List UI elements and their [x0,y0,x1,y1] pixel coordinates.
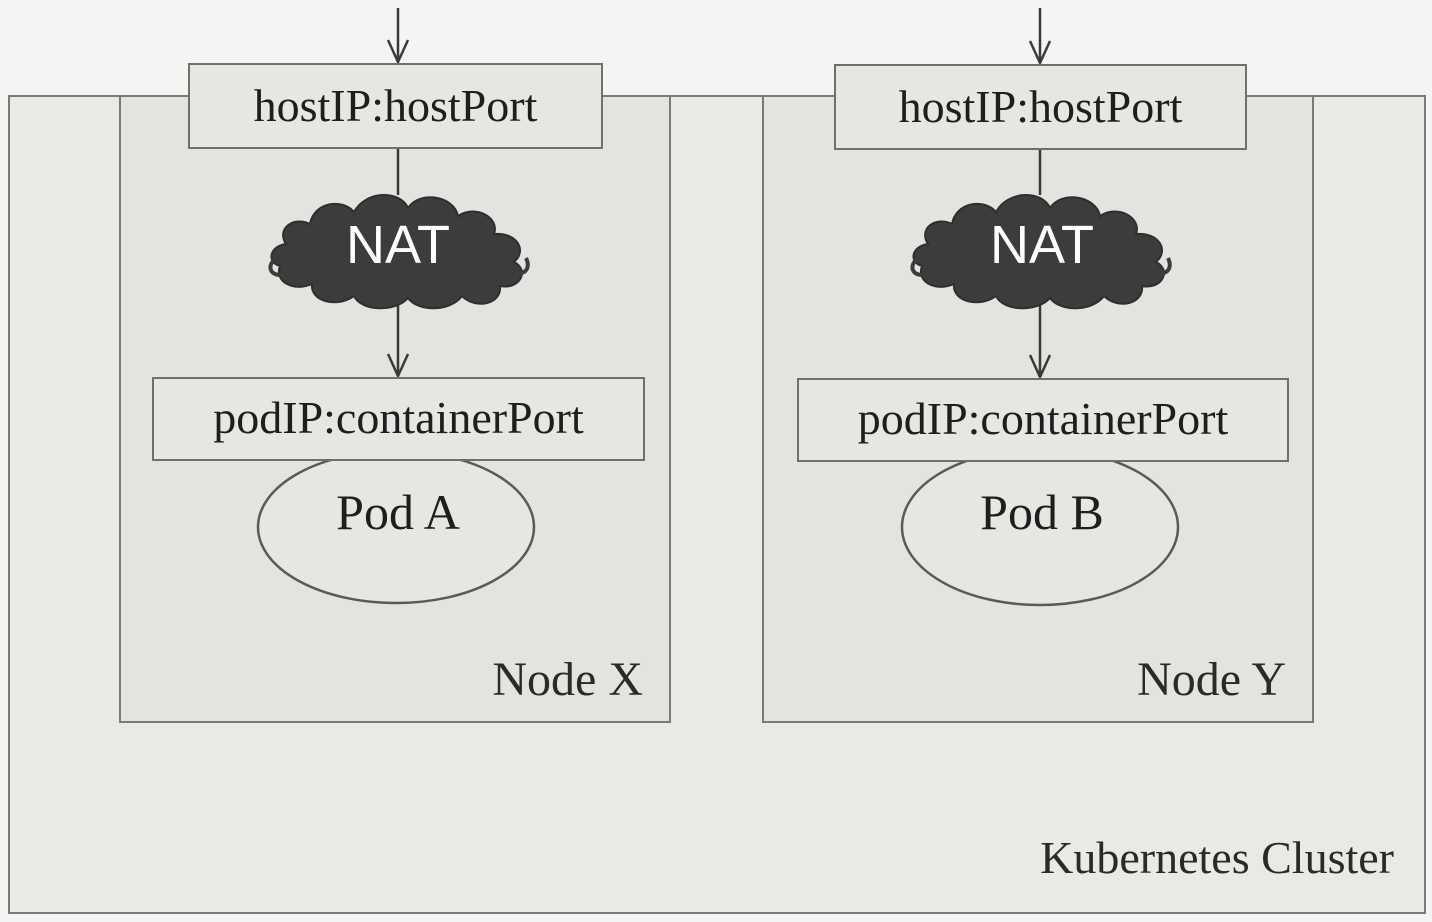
pod-b-label: Pod B [980,484,1104,540]
nat-to-pod-arrowhead-x [386,353,410,380]
incoming-arrowhead-y [1028,40,1052,67]
nat-cloud-icon-y [910,194,1172,310]
host-endpoint-y: hostIP:hostPort [834,64,1247,150]
pod-endpoint-x: podIP:containerPort [152,377,645,461]
cluster-label: Kubernetes Cluster [1040,832,1394,883]
node-x-label: Node X [492,653,643,706]
nat-label-x: NAT [346,215,450,275]
host-endpoint-x: hostIP:hostPort [188,63,603,149]
nat-label-y: NAT [990,215,1094,275]
nat-cloud-icon-x [268,194,530,310]
nat-to-pod-arrowhead-y [1028,354,1052,381]
pod-a-label: Pod A [336,484,460,540]
pod-endpoint-y: podIP:containerPort [797,378,1289,462]
node-y-label: Node Y [1137,653,1286,706]
incoming-arrowhead-x [386,39,410,66]
